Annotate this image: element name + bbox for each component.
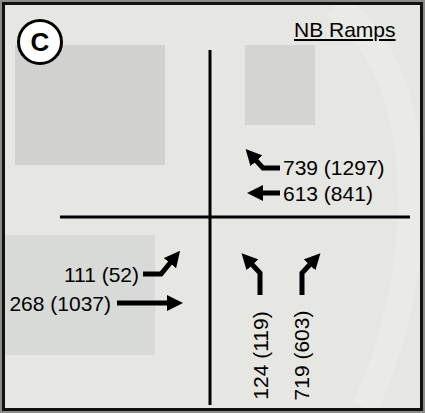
diagram-title: NB Ramps [294, 19, 396, 40]
aerial-background [5, 5, 411, 408]
movement-arrow [117, 301, 175, 306]
movement-arrow [251, 155, 280, 168]
volume-label: 719 (603) [292, 310, 313, 400]
volume-label: 268 (1037) [9, 293, 111, 314]
movement-arrow [247, 259, 260, 295]
road-line [209, 50, 212, 405]
section-letter: C [31, 29, 50, 55]
intersection-drawing [5, 5, 420, 408]
road-line [60, 216, 410, 219]
movement-arrow [255, 191, 280, 196]
movement-arrow [143, 257, 175, 274]
section-circle: C [17, 19, 63, 65]
movement-arrow [302, 259, 315, 295]
volume-label: 111 (52) [64, 264, 139, 285]
volume-label: 613 (841) [283, 183, 373, 204]
volume-label: 124 (119) [250, 311, 271, 399]
volume-label: 739 (1297) [283, 157, 385, 178]
